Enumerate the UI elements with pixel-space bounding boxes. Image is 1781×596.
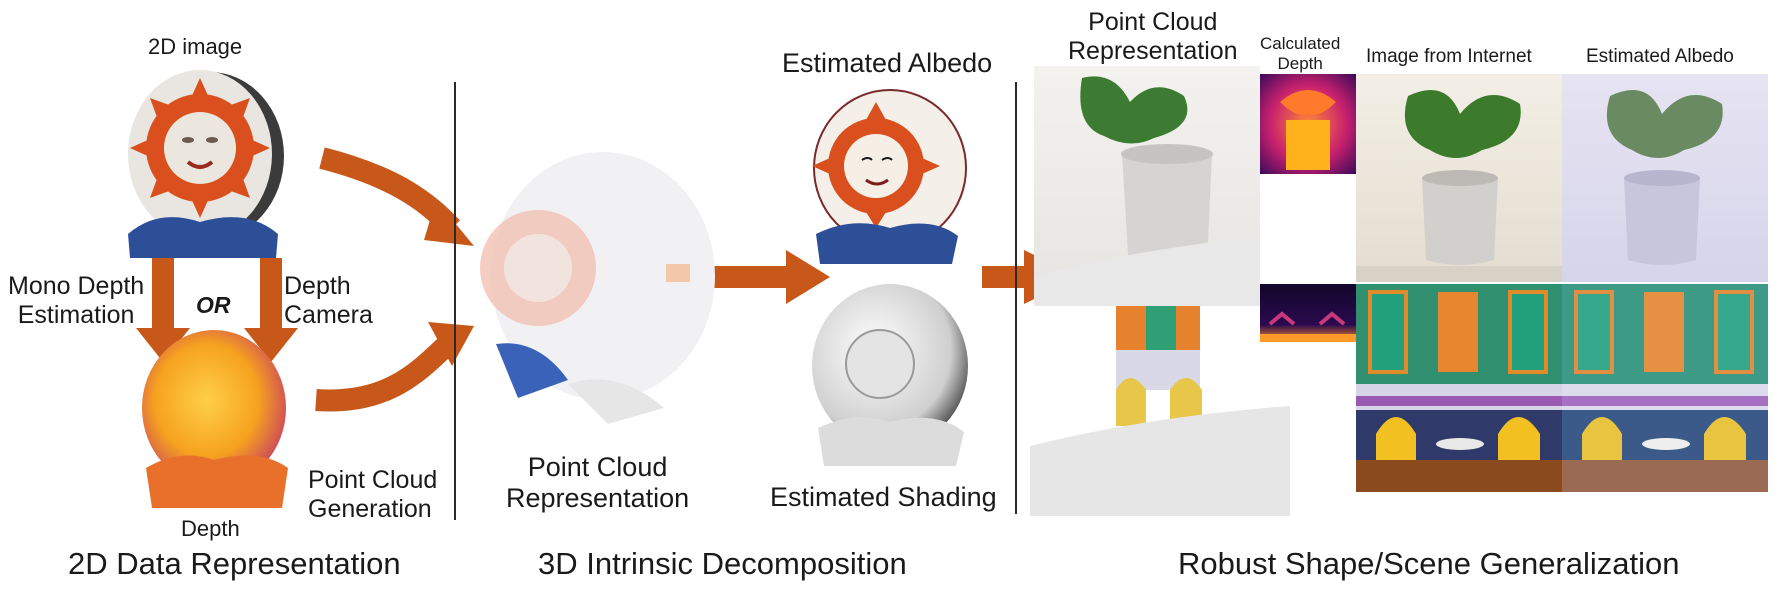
pcg-line-1: Point Cloud [308, 466, 438, 494]
point-cloud-figure [480, 152, 715, 424]
pcg-line-2: Generation [308, 494, 432, 523]
internet-image-room [1356, 284, 1562, 492]
label-depth-camera: Depth Camera [284, 272, 373, 330]
internet-image-room-art [1356, 284, 1562, 492]
section-title-middle: 3D Intrinsic Decomposition [538, 546, 907, 581]
room-point-cloud-art [1030, 306, 1290, 516]
section-title-right: Robust Shape/Scene Generalization [1178, 546, 1680, 581]
estimated-albedo-room-art [1562, 284, 1768, 492]
internet-image-plant-art [1356, 90, 1562, 282]
label-estimated-albedo-mid: Estimated Albedo [782, 48, 993, 78]
arrow-to-decomposition [712, 250, 830, 304]
label-depth: Depth [181, 516, 240, 541]
divider-right [1015, 82, 1017, 514]
label-or: OR [196, 292, 231, 318]
mono-depth-line-2: Estimation [17, 300, 135, 329]
label-estimated-shading: Estimated Shading [770, 482, 997, 512]
depth-map-figure [142, 330, 288, 508]
label-2d-image: 2D image [148, 34, 243, 59]
calculated-depth-room-art [1260, 311, 1356, 342]
albedo-figure [812, 89, 967, 264]
arrow-head-upper [424, 200, 474, 246]
estimated-albedo-plant [1562, 74, 1768, 282]
label-estimated-albedo-right: Estimated Albedo [1586, 46, 1734, 67]
label-calculated-depth: Calculated Depth [1260, 34, 1340, 73]
label-point-cloud-generation: Point Cloud Generation [308, 466, 437, 524]
label-point-cloud-mid: Point Cloud Representation [506, 452, 689, 514]
arrow-depth-to-pointcloud [315, 331, 460, 412]
plant-point-cloud [1034, 66, 1260, 312]
estimated-albedo-room [1562, 284, 1768, 492]
internet-image-plant [1356, 74, 1562, 282]
calculated-depth-plant [1260, 74, 1356, 174]
estimated-albedo-plant-art [1606, 90, 1723, 265]
arrow-mono-depth [136, 258, 190, 362]
divider-left [454, 82, 456, 520]
label-image-from-internet: Image from Internet [1366, 46, 1532, 67]
plant-point-cloud-art [1034, 76, 1260, 312]
pc-right-line-1: Point Cloud [1088, 8, 1218, 36]
section-title-left: 2D Data Representation [68, 546, 401, 581]
arrow-depth-camera [244, 258, 298, 362]
sun-figure-2d [128, 70, 284, 258]
calculated-depth-room [1260, 284, 1356, 342]
calc-depth-line-1: Calculated [1260, 34, 1341, 53]
room-point-cloud [1030, 306, 1290, 516]
mono-depth-line-1: Mono Depth [8, 272, 145, 300]
calc-depth-line-2: Depth [1277, 53, 1323, 73]
label-point-cloud-right: Point Cloud Representation [1068, 8, 1238, 66]
label-mono-depth: Mono Depth Estimation [8, 272, 144, 330]
calculated-depth-plant-art [1280, 90, 1336, 170]
depth-camera-line-1: Depth [284, 272, 351, 300]
pc-right-line-2: Representation [1068, 36, 1238, 65]
shading-figure [812, 284, 968, 466]
pc-mid-line-2: Representation [506, 483, 690, 514]
pc-mid-line-1: Point Cloud [527, 452, 668, 482]
arrow-head-lower [428, 322, 474, 366]
depth-camera-line-2: Camera [284, 300, 373, 329]
